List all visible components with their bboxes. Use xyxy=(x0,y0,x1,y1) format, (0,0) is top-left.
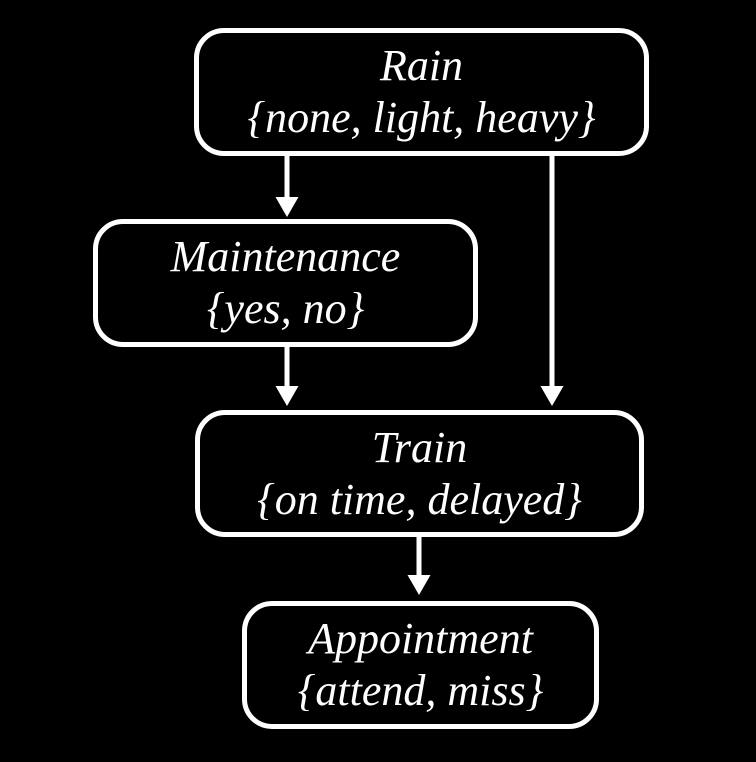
node-train-label: Train xyxy=(371,422,468,472)
node-train-values: {on time, delayed} xyxy=(257,474,582,524)
node-maintenance-label: Maintenance xyxy=(170,232,401,281)
edge-maintenance-train xyxy=(275,347,299,406)
node-appointment: Appointment {attend, miss} xyxy=(242,601,599,729)
node-rain-label: Rain xyxy=(379,41,464,90)
edge-rain-maintenance xyxy=(275,156,299,217)
edge-rain-train xyxy=(540,156,564,406)
node-maintenance-values: {yes, no} xyxy=(206,284,365,333)
node-maintenance: Maintenance {yes, no} xyxy=(93,219,478,347)
node-appointment-label: Appointment xyxy=(308,614,533,663)
edge-rain-maintenance-arrowhead-icon xyxy=(275,197,299,217)
node-rain-values: {none, light, heavy} xyxy=(247,93,596,142)
node-rain: Rain {none, light, heavy} xyxy=(194,28,649,156)
node-appointment-values: {attend, miss} xyxy=(297,666,544,715)
node-train: Train {on time, delayed} xyxy=(195,410,644,537)
edge-rain-train-arrowhead-icon xyxy=(540,386,564,406)
edge-train-appointment-arrowhead-icon xyxy=(407,575,431,595)
edge-maintenance-train-arrowhead-icon xyxy=(275,386,299,406)
edge-train-appointment xyxy=(407,537,431,595)
